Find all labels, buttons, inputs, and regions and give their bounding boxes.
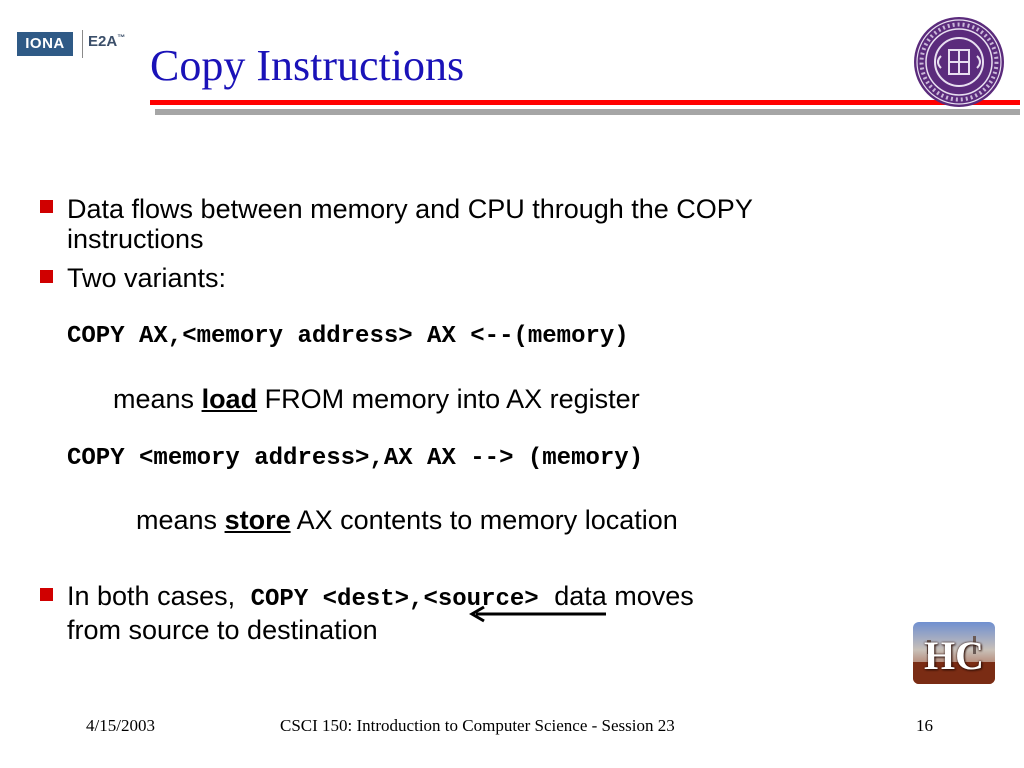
- means-store: means store AX contents to memory locati…: [136, 505, 678, 535]
- bullet-line: Data flows between memory and CPU throug…: [67, 194, 753, 224]
- keyword-load: load: [201, 384, 258, 414]
- trademark-mark: ™: [117, 33, 126, 42]
- slide-title: Copy Instructions: [150, 41, 465, 90]
- bullet-text-both-cases: In both cases, COPY <dest>,<source> data…: [67, 581, 694, 645]
- bullet-line: In both cases, COPY <dest>,<source> data…: [67, 581, 694, 615]
- means-load: means load FROM memory into AX register: [113, 384, 640, 414]
- footer-course: CSCI 150: Introduction to Computer Scien…: [280, 716, 675, 735]
- keyword-store: store: [224, 505, 291, 535]
- means-suffix: AX contents to memory location: [296, 505, 678, 535]
- logo-divider: [82, 30, 83, 58]
- bullet-text-variants: Two variants:: [67, 263, 227, 293]
- bullet-marker: [40, 200, 53, 213]
- footer-date: 4/15/2003: [86, 716, 155, 735]
- title-rule-red: [150, 100, 1020, 105]
- bullet-marker: [40, 588, 53, 601]
- code-copy-store: COPY <memory address>,AX AX --> (memory): [67, 445, 644, 472]
- hc-logo: HC: [913, 622, 995, 684]
- both-cases-prefix: In both cases,: [67, 581, 236, 611]
- e2a-logo-text: E2A: [88, 33, 118, 50]
- bullet-marker: [40, 270, 53, 283]
- means-prefix: means: [136, 505, 218, 535]
- title-rule-gray: [155, 109, 1020, 115]
- code-copy-load: COPY AX,<memory address> AX <--(memory): [67, 323, 629, 350]
- both-cases-suffix: data moves: [554, 581, 694, 611]
- iona-logo: IONA: [17, 32, 73, 56]
- bullet-line: from source to destination: [67, 615, 378, 645]
- means-prefix: means: [113, 384, 195, 414]
- code-dest-source: COPY <dest>,<source>: [250, 586, 539, 613]
- left-arrow-icon: [469, 605, 606, 623]
- bullet-text-data-flows: Data flows between memory and CPU throug…: [67, 194, 753, 254]
- bullet-line: instructions: [67, 224, 204, 254]
- footer-page-number: 16: [916, 716, 933, 735]
- hc-logo-background: [913, 622, 995, 684]
- college-seal-icon: [914, 17, 1004, 107]
- means-suffix: FROM memory into AX register: [264, 384, 640, 414]
- hc-logo-text: HC: [924, 633, 984, 678]
- e2a-logo: E2A™: [88, 33, 125, 50]
